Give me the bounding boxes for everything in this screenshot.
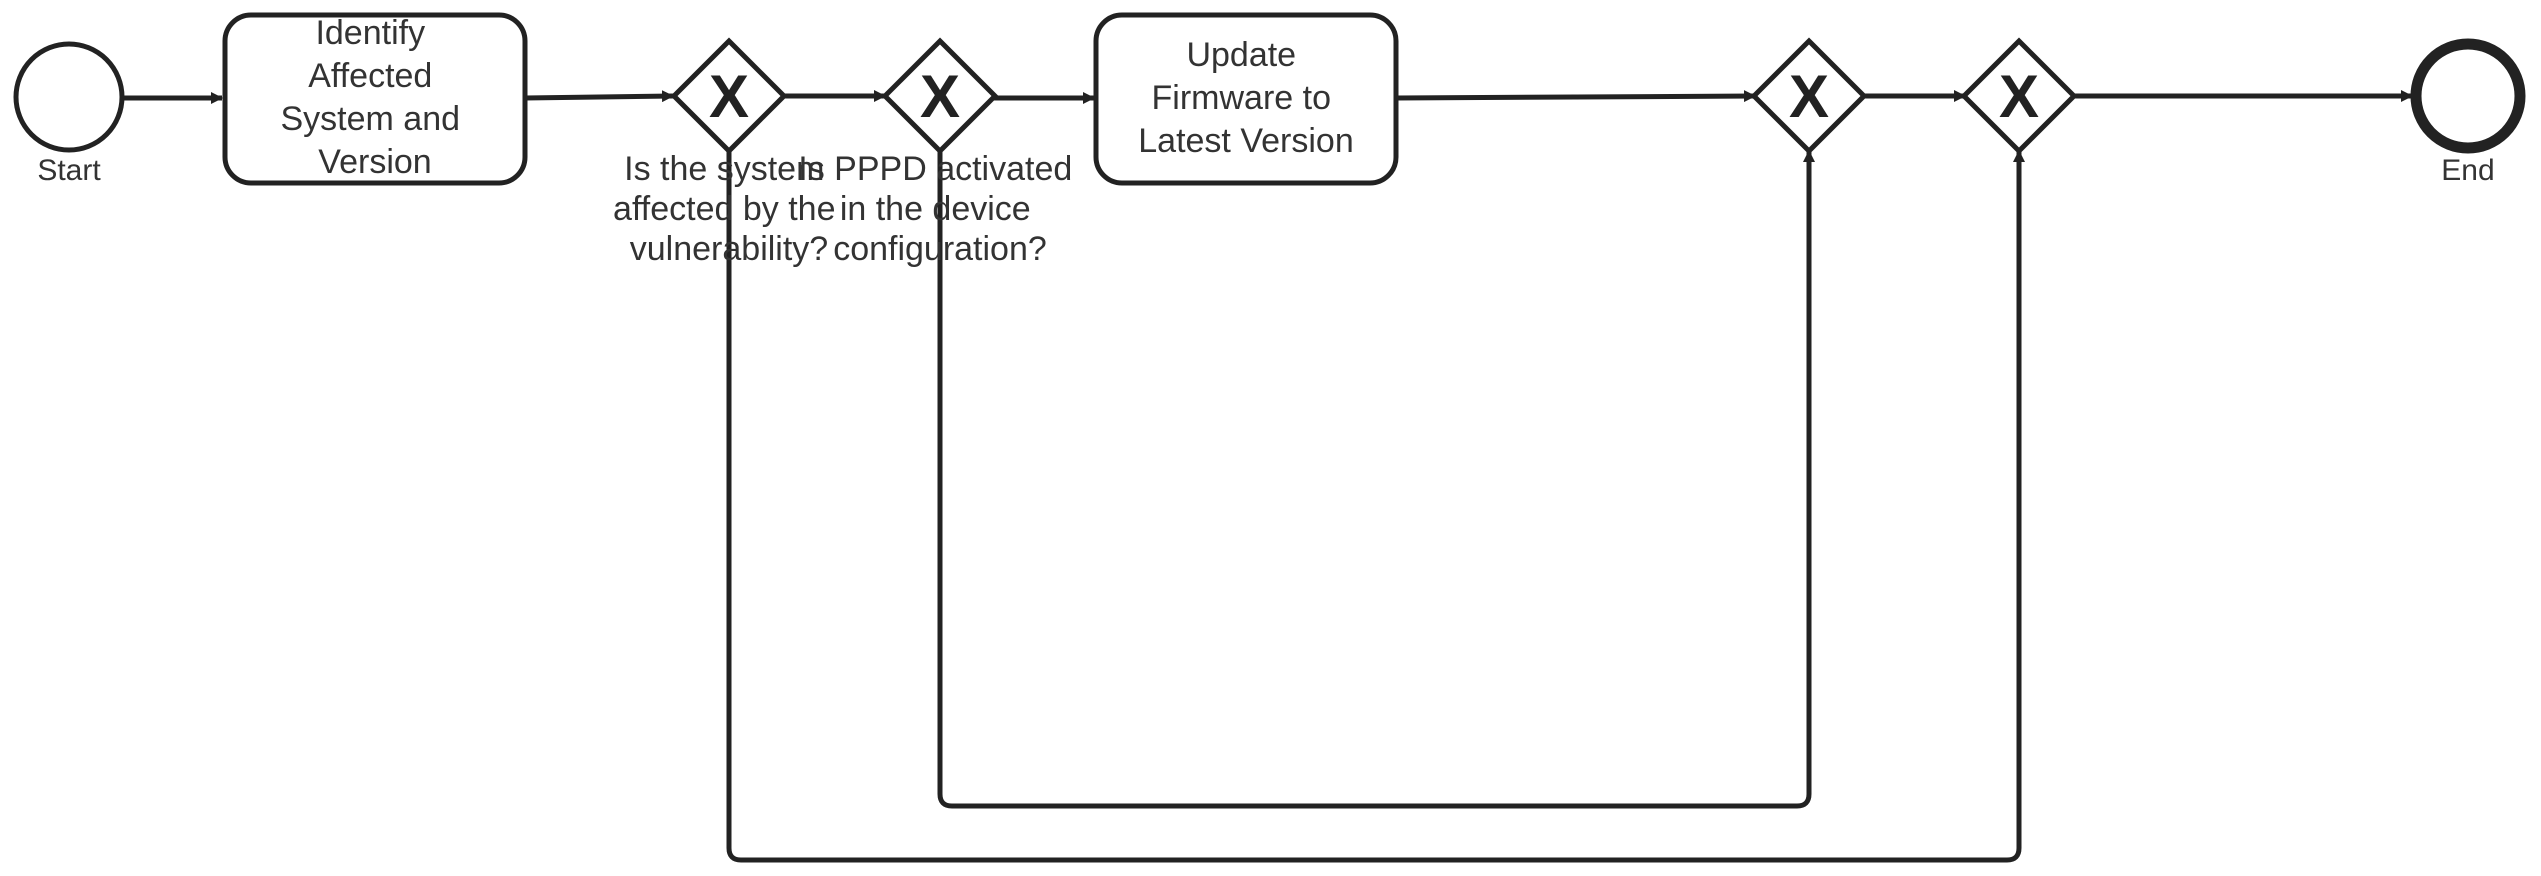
task-update-line-3: Latest Version — [1138, 122, 1353, 160]
gateway-3-diamond — [1750, 37, 1868, 155]
gateway-2-label: Is PPPD activated in the device configur… — [798, 150, 1081, 268]
flow-identify-to-gw1 — [524, 90, 674, 103]
gateway-2-x-marker: X — [920, 63, 960, 130]
flow-update-to-gw3 — [1395, 90, 1756, 103]
gateway-2-line-1: Is PPPD activated — [798, 150, 1072, 188]
gateway-1-label: Is the system affected by the vulnerabil… — [613, 150, 845, 268]
task-identify-box — [222, 12, 528, 186]
task-update-box — [1093, 12, 1399, 186]
gateway-1-line-3: vulnerability? — [630, 230, 828, 268]
end-event-circle — [2410, 38, 2526, 154]
gateway-system-affected[interactable]: X Is the system affected by the vulnerab… — [613, 37, 845, 268]
task-identify-line-3: System and — [281, 100, 461, 138]
task-update-line-1: Update — [1186, 36, 1296, 74]
gateway-merge-2[interactable]: X — [1960, 37, 2078, 155]
gateway-4-x-marker: X — [1999, 63, 2039, 130]
gateway-2-diamond — [881, 37, 999, 155]
gateway-2-line-3: configuration? — [833, 230, 1047, 268]
end-event[interactable]: End — [2410, 38, 2526, 187]
gateway-pppd-activated[interactable]: X Is PPPD activated in the device config… — [798, 37, 1081, 268]
gateway-merge-1[interactable]: X — [1750, 37, 1868, 155]
gateway-3-x-marker: X — [1789, 63, 1829, 130]
task-identify-line-2: Affected — [308, 57, 432, 95]
task-identify-affected-system[interactable]: Identify Affected System and Version — [222, 12, 528, 186]
gateway-4-diamond — [1960, 37, 2078, 155]
task-update-label: Update Firmware to Latest Version — [1138, 36, 1353, 160]
gateway-2-line-2: in the device — [840, 190, 1031, 228]
flow-gw1-bypass-to-gw4 — [726, 150, 2025, 863]
gateway-1-x-marker: X — [709, 63, 749, 130]
gateway-1-line-2: affected by the — [613, 190, 835, 228]
task-update-firmware[interactable]: Update Firmware to Latest Version — [1093, 12, 1399, 186]
start-event-circle — [13, 41, 125, 153]
sequence-flows — [124, 90, 2413, 863]
task-identify-label: Identify Affected System and Version — [281, 14, 470, 181]
start-event[interactable]: Start — [13, 41, 125, 187]
start-event-label: Start — [37, 154, 101, 187]
gateway-1-line-1: Is the system — [624, 150, 824, 188]
gateway-1-diamond — [670, 37, 788, 155]
task-update-line-2: Firmware to — [1152, 79, 1331, 117]
task-identify-line-1: Identify — [315, 14, 425, 52]
flow-gw2-bypass-to-gw3 — [937, 150, 1815, 809]
task-identify-line-4: Version — [318, 143, 431, 181]
end-event-label: End — [2441, 154, 2494, 187]
